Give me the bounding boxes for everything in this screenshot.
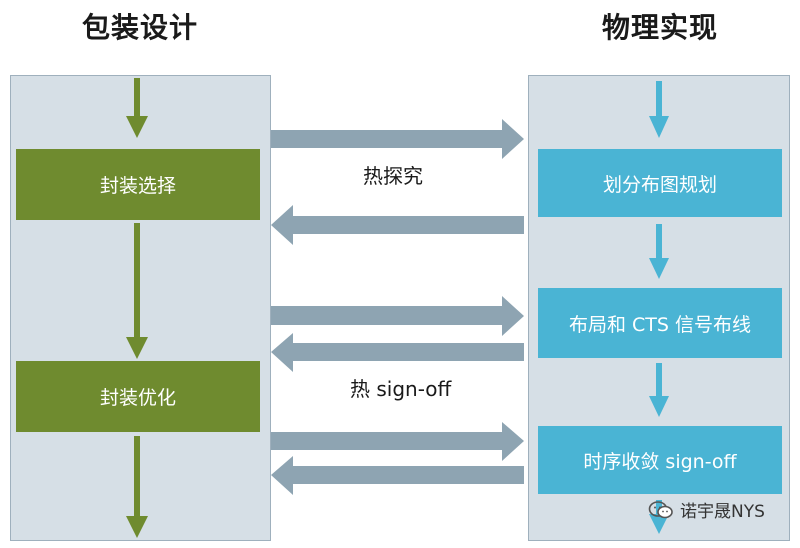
- left-arrow-1: [271, 205, 524, 245]
- wechat-icon: [648, 500, 673, 518]
- package-optimize-box: 封装优化: [16, 361, 260, 432]
- watermark: 诺宇晟NYS: [648, 497, 765, 522]
- placement-cts-box: 布局和 CTS 信号布线: [538, 288, 782, 358]
- left-arrow-3: [271, 456, 524, 495]
- left-arrow-2: [271, 333, 524, 372]
- timing-signoff-box: 时序收敛 sign-off: [538, 426, 782, 494]
- left-column-title: 包装设计: [81, 11, 198, 44]
- watermark-text: 诺宇晟NYS: [680, 502, 765, 522]
- right-column-title: 物理实现: [601, 11, 718, 44]
- thermal-explore-label: 热探究: [363, 164, 423, 188]
- package-select-box: 封装选择: [16, 149, 260, 220]
- package-design-panel: 封装选择 封装优化: [10, 75, 271, 541]
- physical-implementation-panel: 划分布图规划 布局和 CTS 信号布线 时序收敛 sign-off: [528, 75, 790, 541]
- floorplan-box: 划分布图规划: [538, 149, 782, 217]
- right-arrow-1: [271, 119, 524, 159]
- right-arrow-3: [271, 422, 524, 461]
- right-arrow-2: [271, 296, 524, 336]
- thermal-signoff-label: 热 sign-off: [350, 377, 452, 401]
